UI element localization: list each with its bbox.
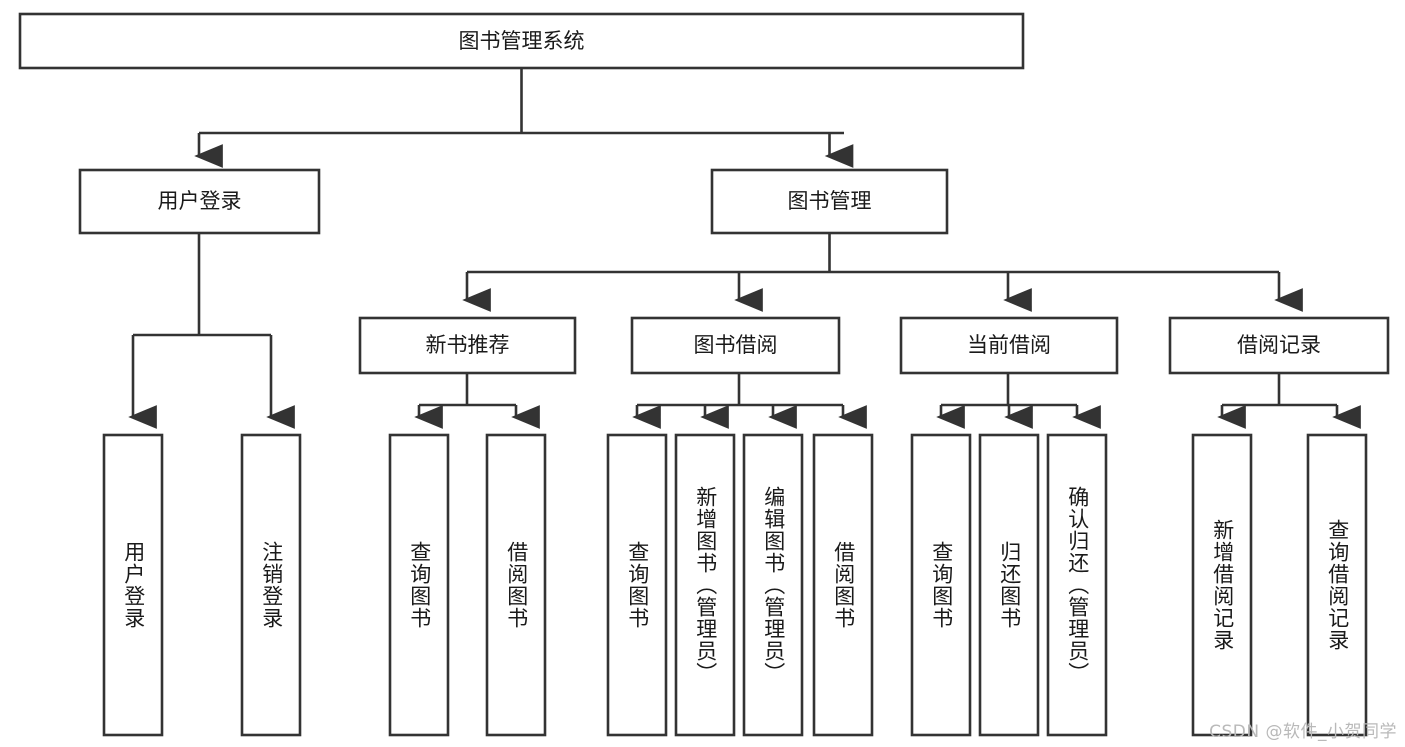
leaf-borrow-book-1-box[interactable] [485, 433, 547, 737]
node-book-borrow-label: 图书借阅 [694, 333, 778, 357]
node-root[interactable]: 图书管理系统 [18, 12, 1025, 70]
node-root-label: 图书管理系统 [459, 29, 585, 53]
edges-layer [128, 68, 1361, 429]
leaf-edit-book-label: 编辑图书（管理员） [761, 486, 786, 684]
leaf-add-book-box[interactable] [674, 433, 736, 737]
node-borrow-record-box[interactable] [1168, 316, 1390, 375]
leaf-edit-book-box[interactable] [742, 433, 804, 737]
node-book-borrow-box[interactable] [630, 316, 841, 375]
leaf-query-borrow-record-label: 查询借阅记录 [1325, 519, 1350, 651]
node-book-borrow[interactable]: 图书借阅 [630, 316, 841, 375]
node-new-book-recommend[interactable]: 新书推荐 [358, 316, 577, 375]
leaf-confirm-return-label: 确认归还（管理员） [1065, 486, 1090, 684]
leaf-user-login-box[interactable] [102, 433, 164, 737]
leaf-borrow-book-2[interactable]: 借阅图书 [812, 433, 874, 737]
node-user-login-label: 用户登录 [158, 189, 242, 213]
leaf-add-borrow-record-label: 新增借阅记录 [1210, 519, 1235, 651]
leaf-confirm-return-box[interactable] [1046, 433, 1108, 737]
leaf-query-book-2-label: 查询图书 [625, 541, 650, 629]
node-book-manage-box[interactable] [710, 168, 949, 235]
leaf-borrow-book-2-label: 借阅图书 [831, 541, 856, 629]
leaf-query-book-1[interactable]: 查询图书 [388, 433, 450, 737]
leaf-user-login[interactable]: 用户登录 [102, 433, 164, 737]
leaf-user-login-label: 用户登录 [121, 541, 146, 629]
leaf-query-book-1-label: 查询图书 [407, 541, 432, 629]
leaf-query-book-3-box[interactable] [910, 433, 972, 737]
leaf-add-borrow-record[interactable]: 新增借阅记录 [1191, 433, 1253, 737]
leaf-query-book-2[interactable]: 查询图书 [606, 433, 668, 737]
node-new-book-recommend-label: 新书推荐 [426, 333, 510, 357]
leaf-logout-login-label: 注销登录 [259, 541, 284, 629]
leaf-query-book-3-label: 查询图书 [929, 541, 954, 629]
node-user-login[interactable]: 用户登录 [78, 168, 321, 235]
leaf-query-borrow-record-box[interactable] [1306, 433, 1368, 737]
leaf-edit-book[interactable]: 编辑图书（管理员） [742, 433, 804, 737]
leaf-return-book[interactable]: 归还图书 [978, 433, 1040, 737]
node-book-manage-label: 图书管理 [788, 189, 872, 213]
node-borrow-record[interactable]: 借阅记录 [1168, 316, 1390, 375]
node-current-borrow-box[interactable] [899, 316, 1119, 375]
node-current-borrow[interactable]: 当前借阅 [899, 316, 1119, 375]
leaf-borrow-book-1[interactable]: 借阅图书 [485, 433, 547, 737]
leaf-add-borrow-record-box[interactable] [1191, 433, 1253, 737]
leaf-add-book[interactable]: 新增图书（管理员） [674, 433, 736, 737]
node-user-login-box[interactable] [78, 168, 321, 235]
leaf-query-borrow-record[interactable]: 查询借阅记录 [1306, 433, 1368, 737]
node-root-box[interactable] [18, 12, 1025, 70]
leaf-logout-login-box[interactable] [240, 433, 302, 737]
node-current-borrow-label: 当前借阅 [967, 333, 1051, 357]
node-new-book-recommend-box[interactable] [358, 316, 577, 375]
leaf-borrow-book-1-label: 借阅图书 [504, 541, 529, 629]
leaf-query-book-2-box[interactable] [606, 433, 668, 737]
leaf-confirm-return[interactable]: 确认归还（管理员） [1046, 433, 1108, 737]
leaf-add-book-label: 新增图书（管理员） [693, 486, 718, 684]
node-book-manage[interactable]: 图书管理 [710, 168, 949, 235]
leaf-return-book-box[interactable] [978, 433, 1040, 737]
leaf-return-book-label: 归还图书 [997, 541, 1022, 629]
leaf-borrow-book-2-box[interactable] [812, 433, 874, 737]
leaf-query-book-3[interactable]: 查询图书 [910, 433, 972, 737]
node-borrow-record-label: 借阅记录 [1237, 333, 1321, 357]
leaf-query-book-1-box[interactable] [388, 433, 450, 737]
leaf-logout-login[interactable]: 注销登录 [240, 433, 302, 737]
